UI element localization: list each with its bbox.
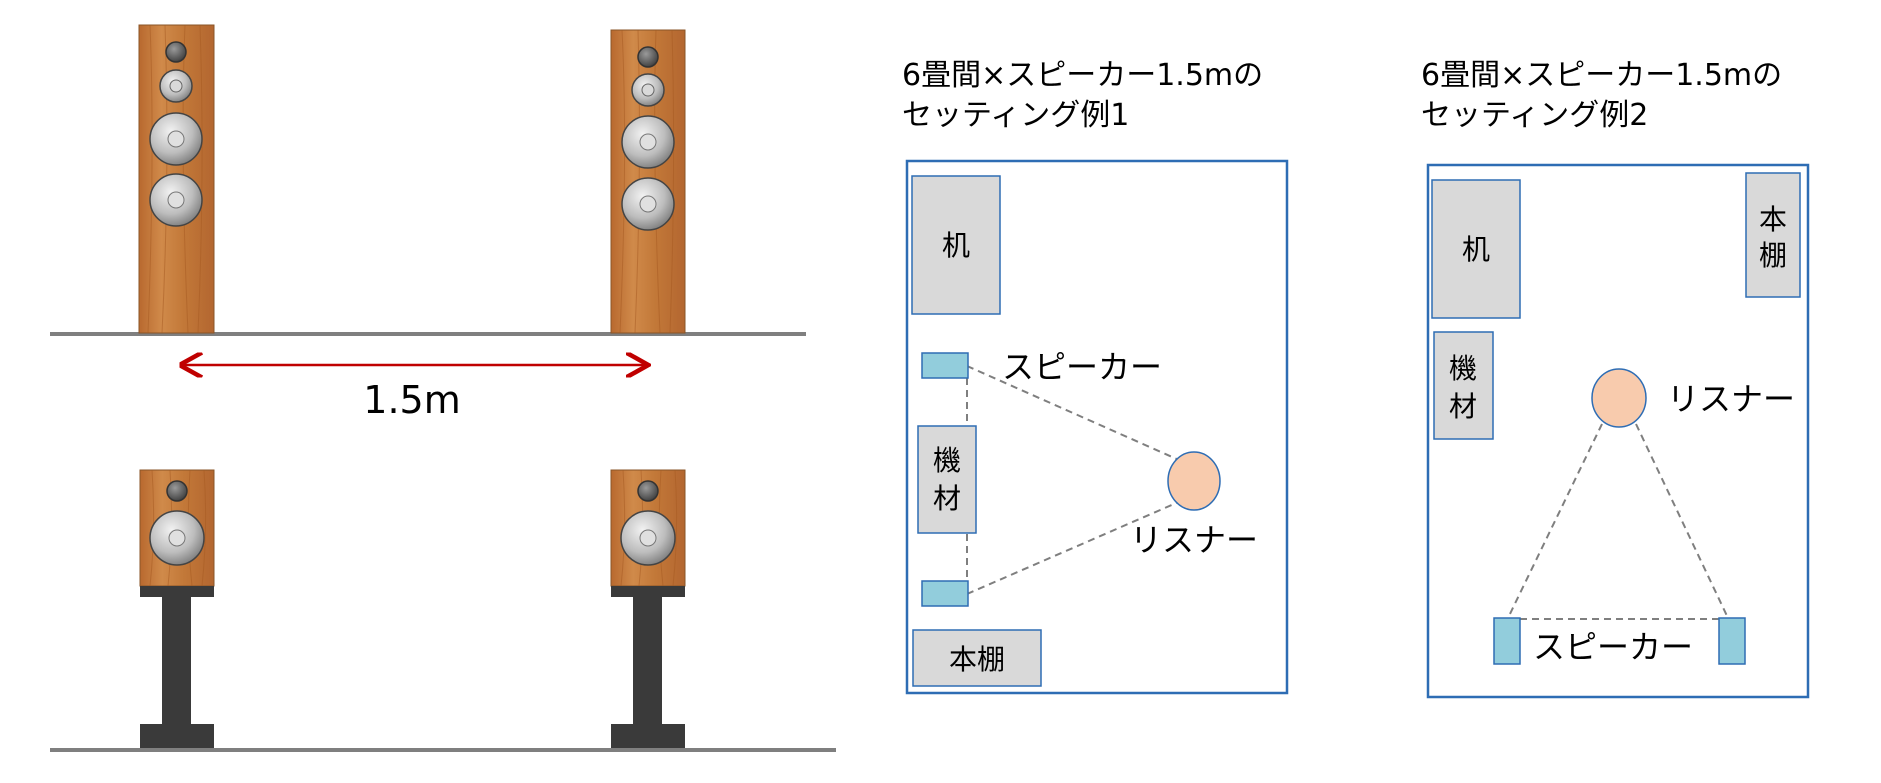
distance-label: 1.5m bbox=[363, 378, 460, 422]
equipment-rack bbox=[1433, 331, 1494, 440]
bookshelf bbox=[1745, 172, 1801, 298]
bookshelf-label: 本棚 bbox=[949, 643, 1005, 676]
bookshelf-label: 本 bbox=[1759, 203, 1787, 236]
equipment-label: 機 bbox=[933, 444, 961, 477]
listener bbox=[1591, 368, 1647, 428]
desk bbox=[1431, 179, 1521, 319]
speaker-label: スピーカー bbox=[1533, 628, 1693, 666]
speaker-marker bbox=[921, 352, 969, 379]
sightline bbox=[966, 493, 1198, 595]
desk bbox=[911, 175, 1001, 315]
speaker-label: スピーカー bbox=[1002, 348, 1162, 386]
equipment-label: 材 bbox=[1449, 390, 1477, 423]
equipment-label: 機 bbox=[1449, 352, 1477, 385]
example-2-title-line1: 6畳間×スピーカー1.5mの bbox=[1421, 58, 1783, 93]
listener-label: リスナー bbox=[1130, 521, 1258, 559]
example-2-title: 6畳間×スピーカー1.5mの セッティング例2 bbox=[1421, 56, 1782, 136]
speaker-marker bbox=[1493, 617, 1521, 665]
speaker-marker bbox=[921, 580, 969, 607]
floorstanding-speaker-right bbox=[610, 29, 686, 334]
sightline bbox=[966, 365, 1198, 469]
desk-label: 机 bbox=[1462, 233, 1490, 266]
example-2-title-line2: セッティング例2 bbox=[1421, 98, 1649, 133]
bookshelf-speaker-right bbox=[610, 469, 686, 587]
bookshelf-speaker-left bbox=[139, 469, 215, 587]
speaker-marker bbox=[1718, 617, 1746, 665]
speaker-stand-right bbox=[611, 586, 685, 748]
example-1-title-line1: 6畳間×スピーカー1.5mの bbox=[902, 58, 1264, 93]
room-example-2: 机 本 棚 機 材 リスナー スピーカー bbox=[1426, 163, 1810, 699]
equipment-label: 材 bbox=[933, 482, 961, 515]
desk-label: 机 bbox=[942, 229, 970, 262]
example-1-title: 6畳間×スピーカー1.5mの セッティング例1 bbox=[902, 56, 1263, 136]
bookshelf-label: 棚 bbox=[1759, 239, 1787, 272]
listener-label: リスナー bbox=[1667, 380, 1795, 418]
example-1-title-line2: セッティング例1 bbox=[902, 98, 1130, 133]
room-example-1: 机 スピーカー 機 材 リスナー 本棚 bbox=[905, 159, 1289, 695]
bookshelf bbox=[912, 629, 1042, 687]
floorstanding-speaker-left bbox=[138, 24, 215, 334]
listener bbox=[1167, 451, 1221, 511]
speaker-stand-left bbox=[140, 586, 214, 748]
equipment-rack bbox=[917, 425, 977, 534]
